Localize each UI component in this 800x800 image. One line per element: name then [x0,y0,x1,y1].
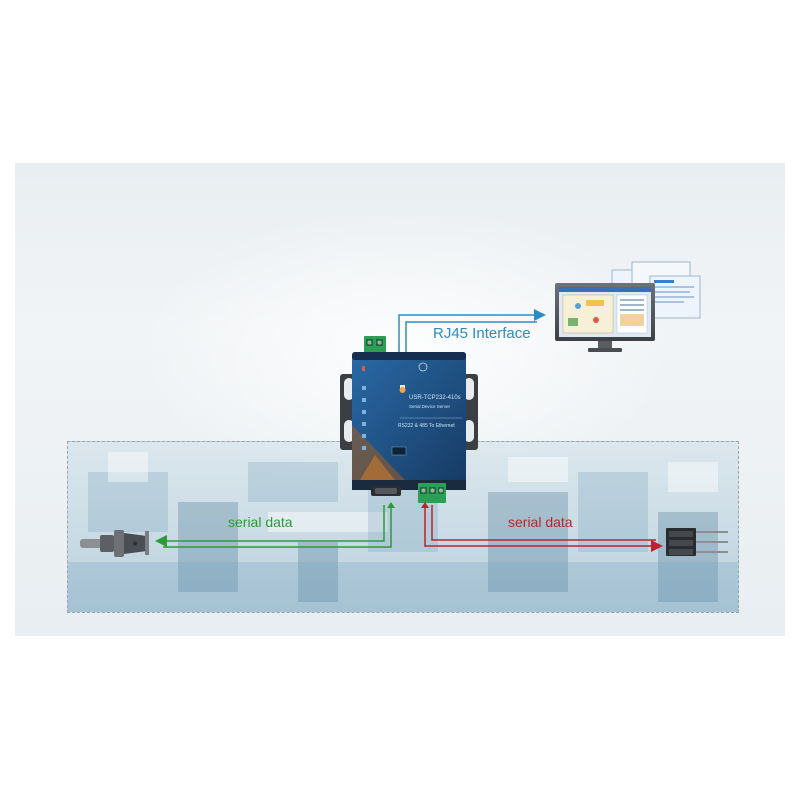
serial-data-label-right: serial data [508,514,573,530]
serial-device-server [340,352,478,490]
device-description-label: RS232 & 485 To Ethernet [398,423,455,429]
rs485-terminal-block [418,483,446,503]
serial-data-label-left: serial data [228,514,293,530]
device-model-label: USR-TCP232-410s [409,395,461,401]
db9-serial-connector-icon [80,530,149,557]
factory-scene-band [67,441,739,613]
power-terminal-block [364,336,386,354]
device-subtitle-label: Serial Device Server [409,404,451,409]
rj45-interface-label: RJ45 Interface [433,325,531,342]
rs232-serial-arrow [155,502,395,548]
computer-monitor-icon [555,261,701,352]
rs485-serial-arrow [421,502,663,552]
rs485-terminal-connector-icon [666,528,728,556]
db9-port [371,486,401,496]
